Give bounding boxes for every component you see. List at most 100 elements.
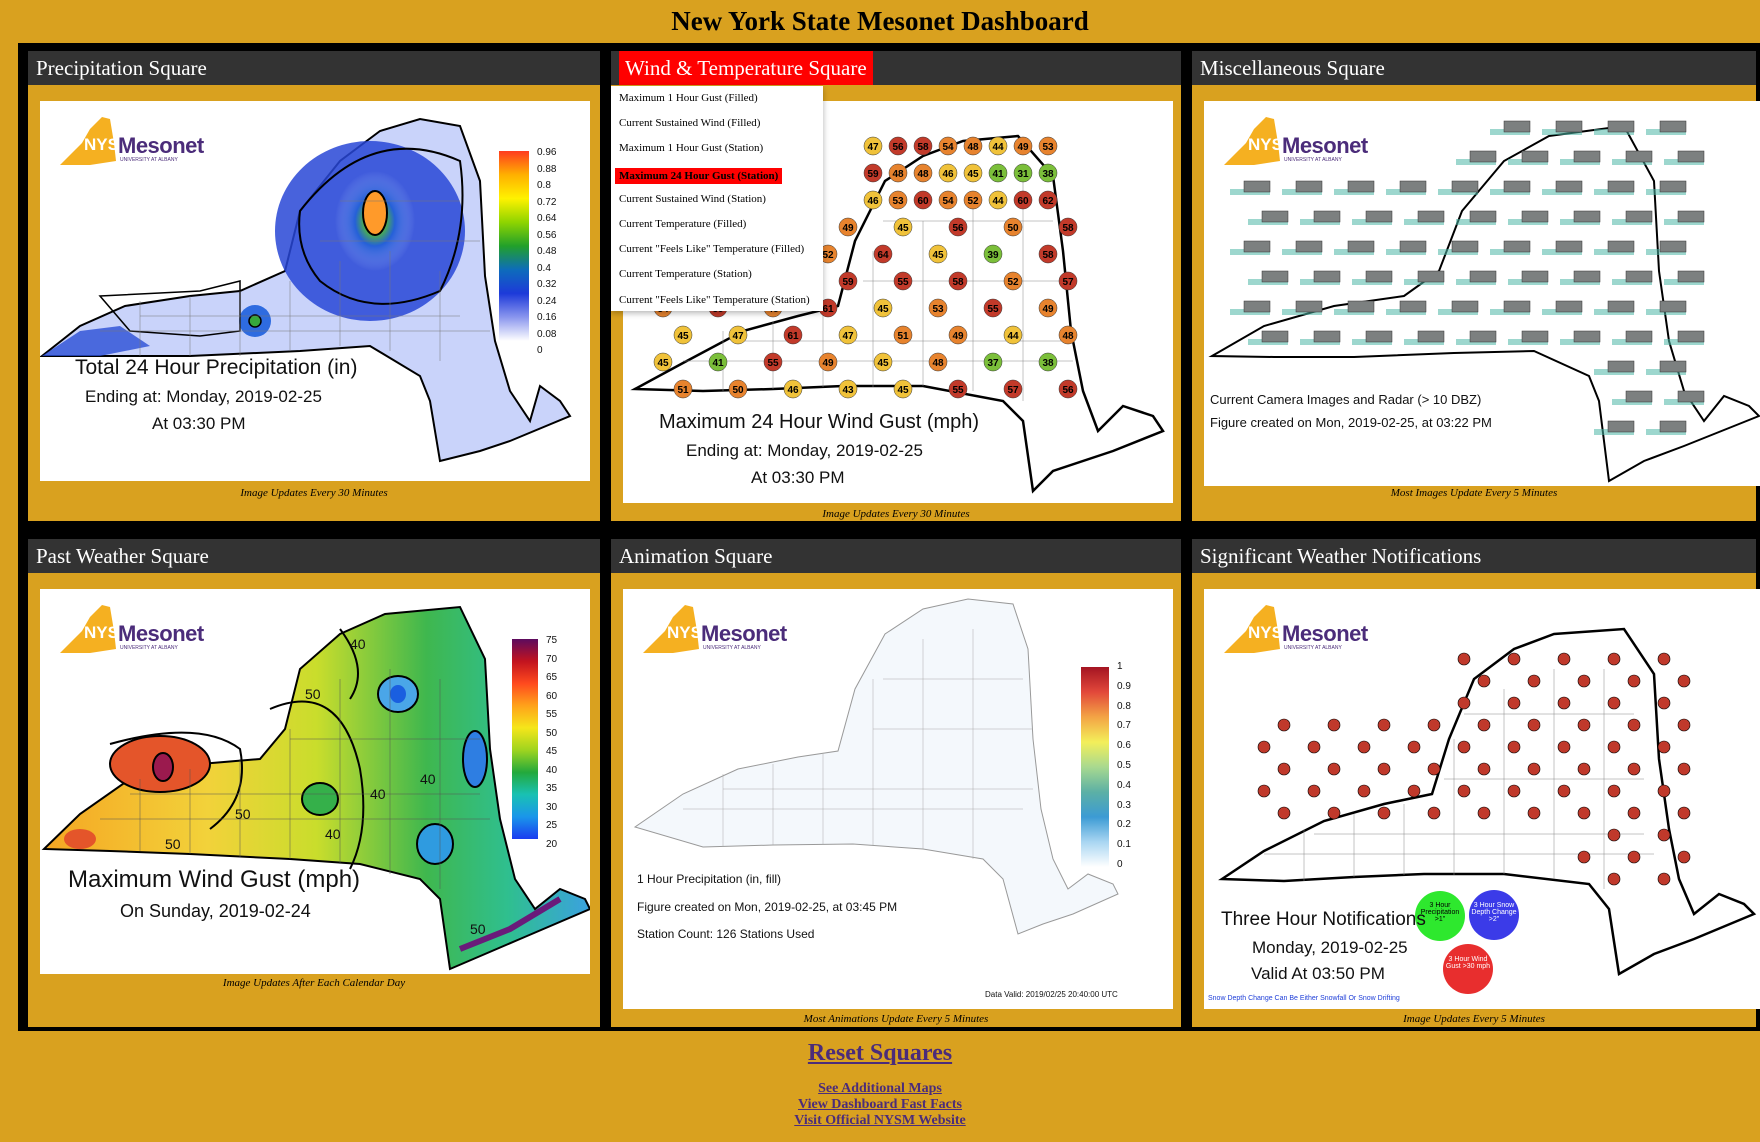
camera-thumbnail[interactable]	[1521, 210, 1549, 223]
camera-thumbnail[interactable]	[1261, 330, 1289, 343]
camera-thumbnail[interactable]	[1417, 330, 1445, 343]
camera-thumbnail[interactable]	[1243, 180, 1271, 193]
camera-thumbnail[interactable]	[1659, 360, 1687, 373]
camera-thumbnail[interactable]	[1555, 300, 1583, 313]
camera-thumbnail[interactable]	[1243, 300, 1271, 313]
camera-thumbnail[interactable]	[1625, 330, 1653, 343]
camera-thumbnail[interactable]	[1573, 210, 1601, 223]
dropdown-menu-item[interactable]: Maximum 1 Hour Gust (Filled)	[619, 92, 758, 104]
camera-thumbnail[interactable]	[1451, 180, 1479, 193]
camera-thumbnail[interactable]	[1469, 150, 1497, 163]
camera-thumbnail[interactable]	[1451, 240, 1479, 253]
camera-thumbnail[interactable]	[1365, 270, 1393, 283]
camera-thumbnail[interactable]	[1313, 210, 1341, 223]
camera-thumbnail[interactable]	[1573, 270, 1601, 283]
camera-thumbnail[interactable]	[1573, 330, 1601, 343]
camera-thumbnail[interactable]	[1399, 240, 1427, 253]
camera-thumbnail[interactable]	[1503, 120, 1531, 133]
camera-thumbnail[interactable]	[1295, 300, 1323, 313]
dropdown-menu-item[interactable]: Current Sustained Wind (Filled)	[619, 117, 761, 130]
camera-thumbnail[interactable]	[1521, 270, 1549, 283]
camera-thumbnail[interactable]	[1261, 210, 1289, 223]
camera-thumbnail[interactable]	[1347, 300, 1375, 313]
camera-thumbnail[interactable]	[1607, 180, 1635, 193]
dropdown-menu-item[interactable]: Maximum 24 Hour Gust (Station)	[615, 167, 783, 184]
camera-thumbnail[interactable]	[1261, 270, 1289, 283]
svg-text:55: 55	[987, 304, 999, 315]
camera-thumbnail[interactable]	[1347, 240, 1375, 253]
wind-temperature-tab-label[interactable]: Wind & Temperature Square	[619, 51, 873, 85]
precipitation-panel-header[interactable]: Precipitation Square	[28, 51, 600, 85]
camera-thumbnail[interactable]	[1469, 210, 1497, 223]
camera-thumbnail[interactable]	[1521, 330, 1549, 343]
camera-thumbnail[interactable]	[1607, 240, 1635, 253]
dropdown-menu-item[interactable]: Current Temperature (Station)	[619, 268, 752, 281]
camera-thumbnail[interactable]	[1295, 240, 1323, 253]
camera-thumbnail[interactable]	[1451, 300, 1479, 313]
past-weather-panel-header[interactable]: Past Weather Square	[28, 539, 600, 573]
view-fast-facts-link[interactable]: View Dashboard Fast Facts	[798, 1097, 962, 1112]
animation-panel-header[interactable]: Animation Square	[611, 539, 1181, 573]
camera-thumbnail[interactable]	[1659, 120, 1687, 133]
camera-thumbnail[interactable]	[1521, 150, 1549, 163]
reset-squares-link[interactable]: Reset Squares	[807, 1040, 953, 1066]
camera-thumbnail[interactable]	[1659, 180, 1687, 193]
camera-thumbnail[interactable]	[1503, 240, 1531, 253]
camera-thumbnail[interactable]	[1607, 420, 1635, 433]
camera-thumbnail[interactable]	[1469, 270, 1497, 283]
camera-thumbnail[interactable]	[1607, 300, 1635, 313]
dropdown-menu-item[interactable]: Current "Feels Like" Temperature (Statio…	[619, 293, 810, 306]
camera-thumbnail[interactable]	[1295, 180, 1323, 193]
camera-thumbnail[interactable]	[1625, 210, 1653, 223]
significant-weather-panel-header[interactable]: Significant Weather Notifications	[1192, 539, 1756, 573]
see-additional-maps-link[interactable]: See Additional Maps	[818, 1081, 942, 1096]
dropdown-menu-item[interactable]: Current Sustained Wind (Station)	[619, 192, 766, 205]
camera-thumbnail[interactable]	[1469, 330, 1497, 343]
camera-thumbnail[interactable]	[1313, 270, 1341, 283]
camera-thumbnail[interactable]	[1365, 210, 1393, 223]
camera-thumbnail[interactable]	[1677, 390, 1705, 403]
camera-thumbnail[interactable]	[1677, 150, 1705, 163]
camera-thumbnail[interactable]	[1503, 300, 1531, 313]
camera-thumbnail[interactable]	[1399, 180, 1427, 193]
camera-thumbnail[interactable]	[1573, 150, 1601, 163]
camera-thumbnail[interactable]	[1313, 330, 1341, 343]
camera-thumbnail[interactable]	[1659, 420, 1687, 433]
wind-time-text: At 03:30 PM	[751, 468, 845, 487]
camera-thumbnail[interactable]	[1659, 240, 1687, 253]
camera-thumbnail[interactable]	[1607, 120, 1635, 133]
camera-thumbnail[interactable]	[1659, 300, 1687, 313]
camera-radar-map[interactable]: NYS Mesonet UNIVERSITY AT ALBANY Current…	[1204, 101, 1760, 486]
camera-thumbnail[interactable]	[1625, 390, 1653, 403]
miscellaneous-panel-header[interactable]: Miscellaneous Square	[1192, 51, 1756, 85]
precipitation-legend-label: 0.8	[537, 180, 551, 191]
camera-thumbnail[interactable]	[1677, 270, 1705, 283]
significant-weather-map[interactable]: NYS Mesonet UNIVERSITY AT ALBANY 3 Hour …	[1204, 589, 1760, 1009]
camera-thumbnail[interactable]	[1555, 120, 1583, 133]
camera-thumbnail[interactable]	[1365, 330, 1393, 343]
camera-thumbnail[interactable]	[1347, 180, 1375, 193]
dropdown-menu-item[interactable]: Current Temperature (Filled)	[619, 218, 747, 230]
camera-thumbnail[interactable]	[1503, 180, 1531, 193]
dropdown-menu-item[interactable]: Current "Feels Like" Temperature (Filled…	[619, 243, 805, 256]
wind-temperature-panel-header[interactable]: Wind & Temperature Square	[611, 51, 1181, 85]
camera-thumbnail[interactable]	[1607, 360, 1635, 373]
camera-thumbnail[interactable]	[1555, 240, 1583, 253]
camera-thumbnail[interactable]	[1417, 270, 1445, 283]
camera-thumbnail[interactable]	[1677, 330, 1705, 343]
camera-thumbnail[interactable]	[1625, 270, 1653, 283]
camera-thumbnail[interactable]	[1677, 210, 1705, 223]
visit-nysm-website-link[interactable]: Visit Official NYSM Website	[794, 1113, 966, 1128]
camera-thumbnail[interactable]	[1243, 240, 1271, 253]
camera-thumbnail[interactable]	[1555, 180, 1583, 193]
notification-station-marker	[1407, 740, 1421, 754]
camera-thumbnail[interactable]	[1417, 210, 1445, 223]
precipitation-legend-label: 0.16	[537, 312, 557, 323]
camera-thumbnail[interactable]	[1625, 150, 1653, 163]
camera-thumbnail[interactable]	[1399, 300, 1427, 313]
dropdown-menu-item[interactable]: Maximum 1 Hour Gust (Station)	[619, 142, 764, 155]
wind-station-marker: 49	[948, 325, 968, 345]
